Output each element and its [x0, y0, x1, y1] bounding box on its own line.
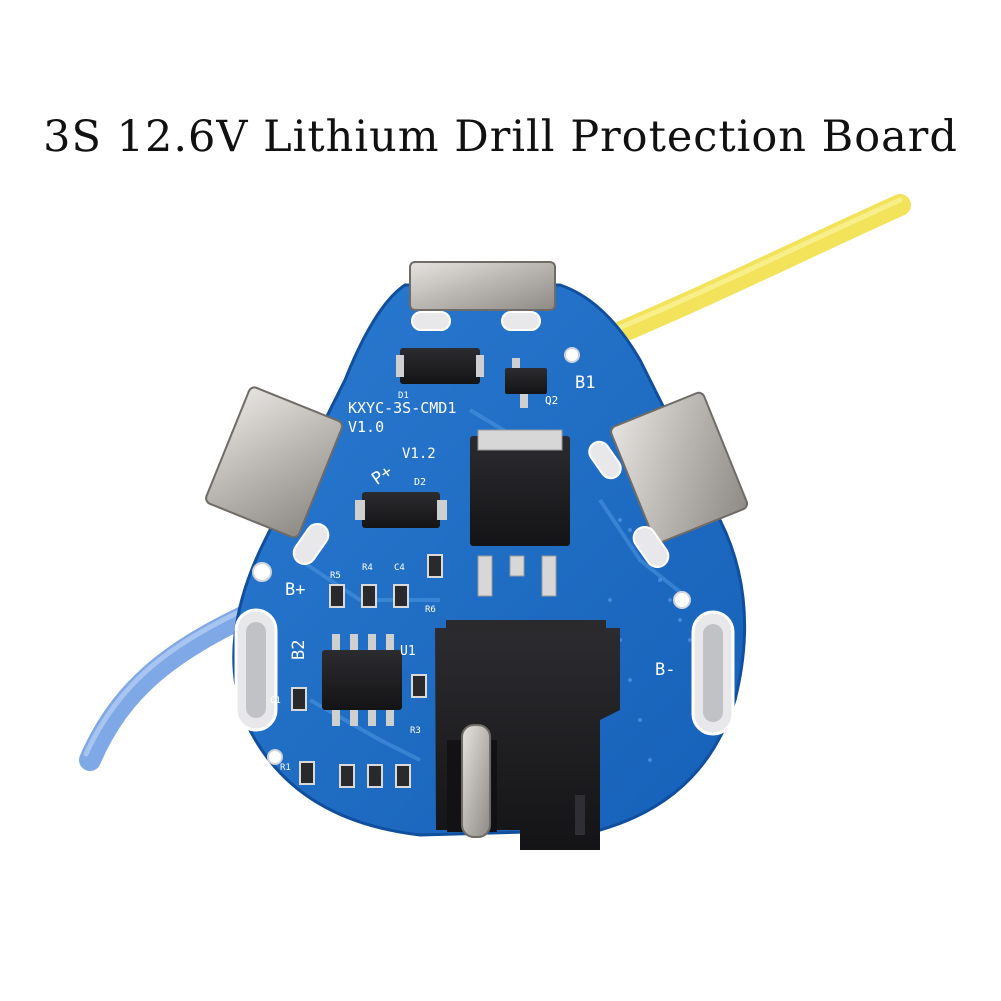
r6-label: R6	[425, 605, 436, 615]
mosfet	[470, 436, 570, 546]
r3-label: R3	[410, 726, 421, 736]
d2-label: D2	[414, 477, 426, 488]
product-title: 3S 12.6V Lithium Drill Protection Board	[43, 112, 958, 162]
yellow-wire	[579, 194, 911, 356]
u1-label: U1	[400, 644, 416, 659]
board-version-label: V1.0	[348, 418, 384, 436]
b2-label: B2	[289, 640, 309, 660]
q2-transistor	[505, 368, 547, 394]
b1-label: B1	[575, 373, 595, 393]
c1-label: C1	[270, 696, 281, 706]
b-plus-label: B+	[285, 580, 305, 600]
board-revision-label: V1.2	[402, 446, 436, 462]
q2-label: Q2	[545, 394, 558, 407]
blue-wire	[79, 599, 269, 771]
b-minus-label: B-	[655, 660, 675, 680]
c4-label: C4	[394, 563, 405, 573]
d2-diode	[362, 492, 440, 528]
r1-label: R1	[280, 763, 291, 773]
left-tab	[205, 386, 344, 539]
top-tab	[409, 261, 556, 311]
u1-ic	[322, 650, 402, 710]
r5-label: R5	[330, 571, 341, 581]
r4-label: R4	[362, 563, 373, 573]
d1-diode	[400, 348, 480, 384]
d1-label: D1	[398, 391, 409, 401]
board-model-label: KXYC-3S-CMD1	[348, 399, 456, 417]
right-tab	[610, 391, 749, 544]
